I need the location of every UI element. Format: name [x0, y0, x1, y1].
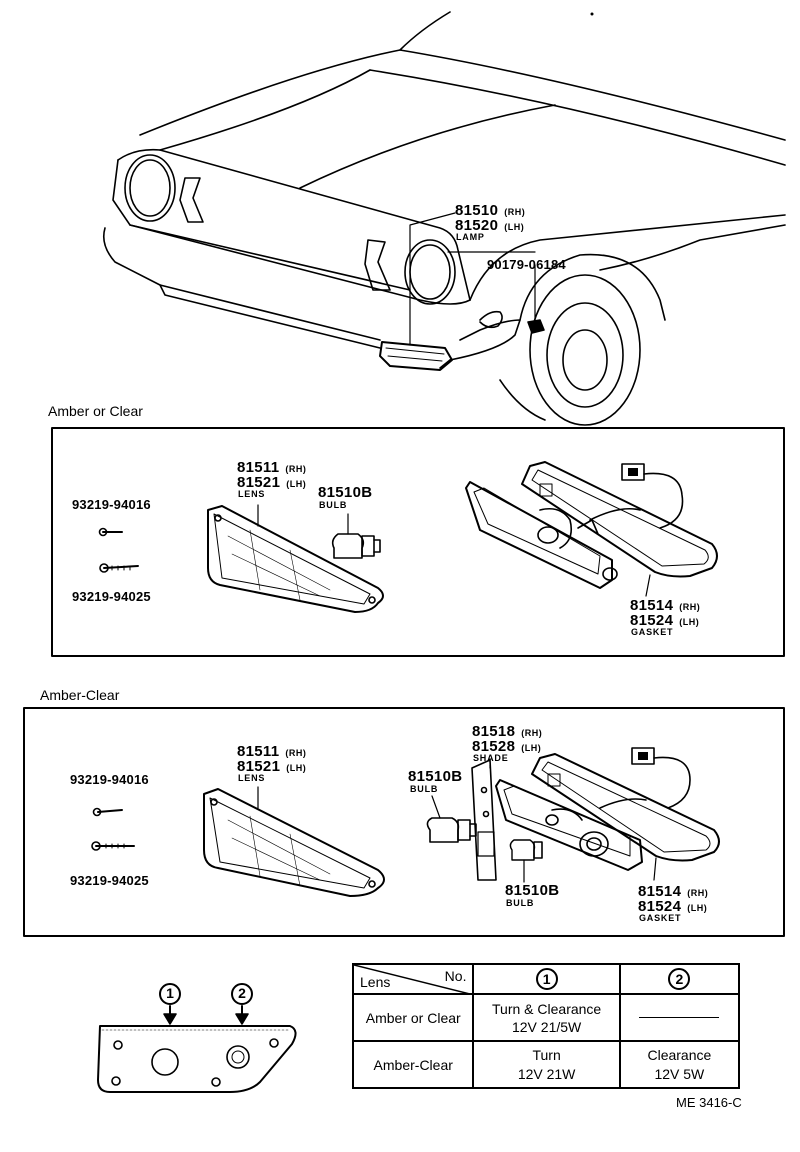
section1-frame	[51, 427, 785, 657]
s1-lens-caption: LENS	[238, 489, 266, 499]
table-row-lens: Amber-Clear	[351, 1040, 475, 1089]
table-cell-line1: Turn	[532, 1047, 561, 1064]
s2-bulb1-label: 81510B	[408, 768, 463, 785]
table-header-diagonal	[354, 965, 474, 995]
lamp-lh-label: 81520 (LH)	[455, 218, 524, 233]
s2-screw2-label: 93219-94025	[70, 873, 149, 888]
table-cell-line1: Clearance	[647, 1047, 712, 1064]
table-col-1-number: 1	[535, 968, 558, 991]
table-cell-line1: Turn & Clearance	[492, 1000, 602, 1017]
s1-lens-lh-label: 81521 (LH)	[237, 475, 306, 490]
s2-shade-lh-suffix: (LH)	[521, 743, 542, 753]
lamp-rh-label: 81510 (RH)	[455, 203, 525, 218]
s2-gasket-lh-part: 81524	[638, 898, 682, 915]
s2-shade-lh-part: 81528	[472, 738, 516, 755]
section2-parts	[91, 747, 720, 897]
table-header-no: No.	[444, 968, 467, 984]
lamp-caption: LAMP	[456, 232, 485, 242]
s2-shade-rh-label: 81518 (RH)	[472, 724, 542, 739]
table-cell-empty	[618, 993, 741, 1043]
s2-lens-lh-part: 81521	[237, 758, 281, 775]
lamp-rh-suffix: (RH)	[504, 207, 526, 217]
table-cell: Turn 12V 21W	[472, 1040, 621, 1089]
table-header-lens: Lens	[360, 974, 391, 991]
s2-gasket-lh-suffix: (LH)	[687, 903, 708, 913]
s1-gasket-rh-label: 81514 (RH)	[630, 598, 700, 613]
lamp-rh-part: 81510	[455, 202, 499, 219]
table-col-2-header: 2	[618, 962, 741, 996]
table-cell-line2: 12V 21/5W	[511, 1018, 582, 1035]
s2-gasket-rh-part: 81514	[638, 883, 682, 900]
s1-gasket-rh-suffix: (RH)	[679, 602, 701, 612]
car-front-illustration	[102, 11, 786, 426]
s2-shade-lh-label: 81528 (LH)	[472, 739, 541, 754]
s1-gasket-rh-part: 81514	[630, 597, 674, 614]
s2-gasket-rh-suffix: (RH)	[687, 888, 709, 898]
s2-shade-caption: SHADE	[473, 753, 509, 763]
figure-code: ME 3416-C	[676, 1095, 742, 1110]
table-col-2-number: 2	[668, 968, 691, 991]
s1-bulb-label: 81510B	[318, 484, 373, 501]
lens-position-illustration	[97, 983, 297, 1093]
s2-lens-rh-part: 81511	[237, 743, 280, 760]
table-header-diagonal-cell: No. Lens	[354, 965, 474, 995]
s1-gasket-caption: GASKET	[631, 627, 674, 637]
nut-part-label: 90179-06184	[487, 257, 566, 272]
table-header-row: No. Lens 1 2	[351, 962, 741, 996]
s1-lens-lh-suffix: (LH)	[286, 479, 307, 489]
s2-lens-lh-label: 81521 (LH)	[237, 759, 306, 774]
s2-gasket-lh-label: 81524 (LH)	[638, 899, 707, 914]
marker-1: 1	[166, 985, 174, 1001]
table-row-lens: Amber or Clear	[351, 993, 475, 1043]
s1-lens-rh-label: 81511 (RH)	[237, 460, 306, 475]
s1-lens-rh-suffix: (RH)	[285, 464, 307, 474]
table-row: Amber-Clear Turn 12V 21W Clearance 12V 5…	[351, 1040, 741, 1089]
s2-gasket-caption: GASKET	[639, 913, 682, 923]
lamp-lh-part: 81520	[455, 217, 499, 234]
s2-bulb2-caption: BULB	[506, 898, 535, 908]
s1-bulb-caption: BULB	[319, 500, 348, 510]
s2-gasket-rh-label: 81514 (RH)	[638, 884, 708, 899]
section2-title: Amber-Clear	[40, 687, 120, 703]
s1-screw1-label: 93219-94016	[72, 497, 151, 512]
bulb-spec-table: No. Lens 1 2 Amber or Clear Turn & Clear…	[351, 962, 741, 1089]
s2-lens-caption: LENS	[238, 773, 266, 783]
s2-screw1-label: 93219-94016	[70, 772, 149, 787]
s1-gasket-lh-suffix: (LH)	[679, 617, 700, 627]
table-cell-line2: 12V 5W	[654, 1065, 705, 1082]
table-col-1-header: 1	[472, 962, 621, 996]
empty-dash	[639, 1017, 720, 1019]
table-row: Amber or Clear Turn & Clearance 12V 21/5…	[351, 993, 741, 1043]
section1-title: Amber or Clear	[48, 403, 143, 419]
s1-lens-lh-part: 81521	[237, 474, 281, 491]
s2-lens-lh-suffix: (LH)	[286, 763, 307, 773]
table-header-corner: No. Lens	[351, 962, 475, 996]
s2-lens-rh-suffix: (RH)	[285, 748, 307, 758]
s2-bulb2-label: 81510B	[505, 882, 560, 899]
s1-screw2-label: 93219-94025	[72, 589, 151, 604]
s1-gasket-lh-part: 81524	[630, 612, 674, 629]
section2-frame	[23, 707, 785, 937]
table-cell: Turn & Clearance 12V 21/5W	[472, 993, 621, 1043]
s2-shade-rh-part: 81518	[472, 723, 516, 740]
lamp-lh-suffix: (LH)	[504, 222, 525, 232]
s2-bulb1-caption: BULB	[410, 784, 439, 794]
s1-lens-rh-part: 81511	[237, 459, 280, 476]
s2-lens-rh-label: 81511 (RH)	[237, 744, 306, 759]
table-cell: Clearance 12V 5W	[618, 1040, 741, 1089]
section1-parts	[98, 461, 718, 613]
s2-shade-rh-suffix: (RH)	[521, 728, 543, 738]
table-cell-line2: 12V 21W	[517, 1065, 576, 1082]
s1-gasket-lh-label: 81524 (LH)	[630, 613, 699, 628]
marker-2: 2	[238, 985, 246, 1001]
